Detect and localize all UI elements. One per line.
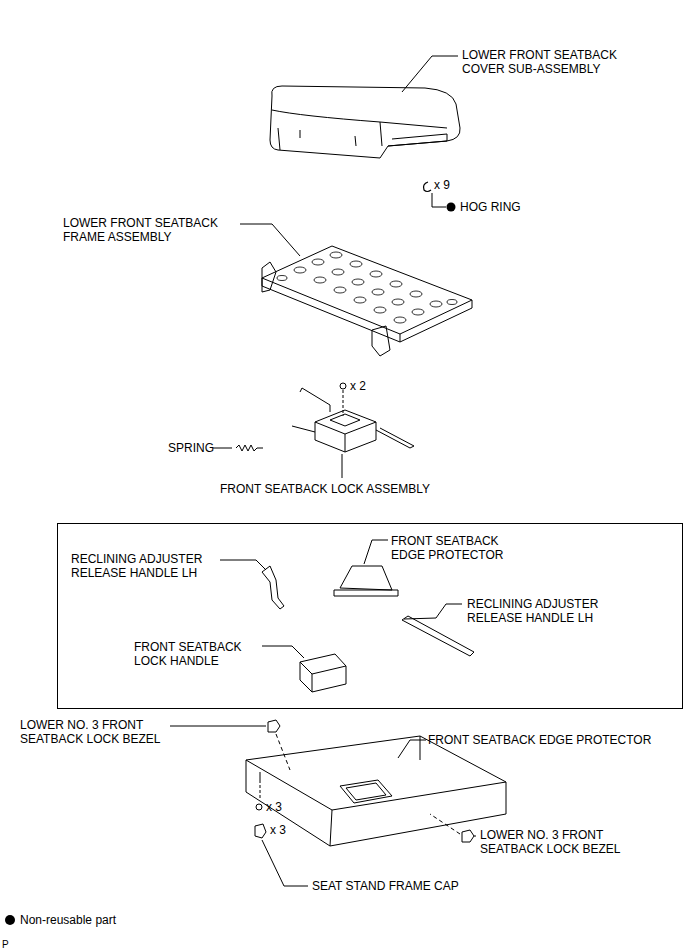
quantity-callout: x 9 — [434, 178, 474, 192]
part-label: HOG RING — [460, 200, 580, 214]
part-label: FRONT SEATBACK LOCK HANDLE — [134, 640, 264, 668]
part-label: LOWER NO. 3 FRONT SEATBACK LOCK BEZEL — [480, 828, 640, 856]
part-label: RECLINING ADJUSTER RELEASE HANDLE LH — [467, 597, 637, 625]
edge-protector-drawing — [246, 736, 506, 846]
quantity-callout: x 3 — [270, 823, 310, 837]
legend-text: Non-reusable part — [20, 913, 220, 927]
part-label: LOWER NO. 3 FRONT SEATBACK LOCK BEZEL — [20, 718, 168, 746]
part-label: FRONT SEATBACK EDGE PROTECTOR — [428, 733, 686, 747]
part-label: FRONT SEATBACK LOCK ASSEMBLY — [220, 482, 520, 496]
part-label: RECLINING ADJUSTER RELEASE HANDLE LH — [71, 552, 231, 580]
part-label: LOWER FRONT SEATBACK FRAME ASSEMBLY — [63, 216, 238, 244]
seatback-cover-drawing — [270, 86, 460, 158]
quantity-callout: x 3 — [266, 800, 306, 814]
group-frame: FRONT SEATBACK EDGE PROTECTOR RECLINING A… — [57, 523, 683, 709]
quantity-callout: x 2 — [350, 379, 390, 393]
lock-assembly-drawing — [292, 388, 414, 452]
part-label: SEAT STAND FRAME CAP — [312, 879, 512, 893]
part-label: FRONT SEATBACK EDGE PROTECTOR — [391, 534, 531, 562]
part-label: P — [2, 938, 22, 952]
part-label: LOWER FRONT SEATBACK COVER SUB-ASSEMBLY — [462, 48, 634, 76]
part-label: SPRING — [168, 441, 248, 455]
seatback-frame-drawing — [262, 246, 472, 356]
